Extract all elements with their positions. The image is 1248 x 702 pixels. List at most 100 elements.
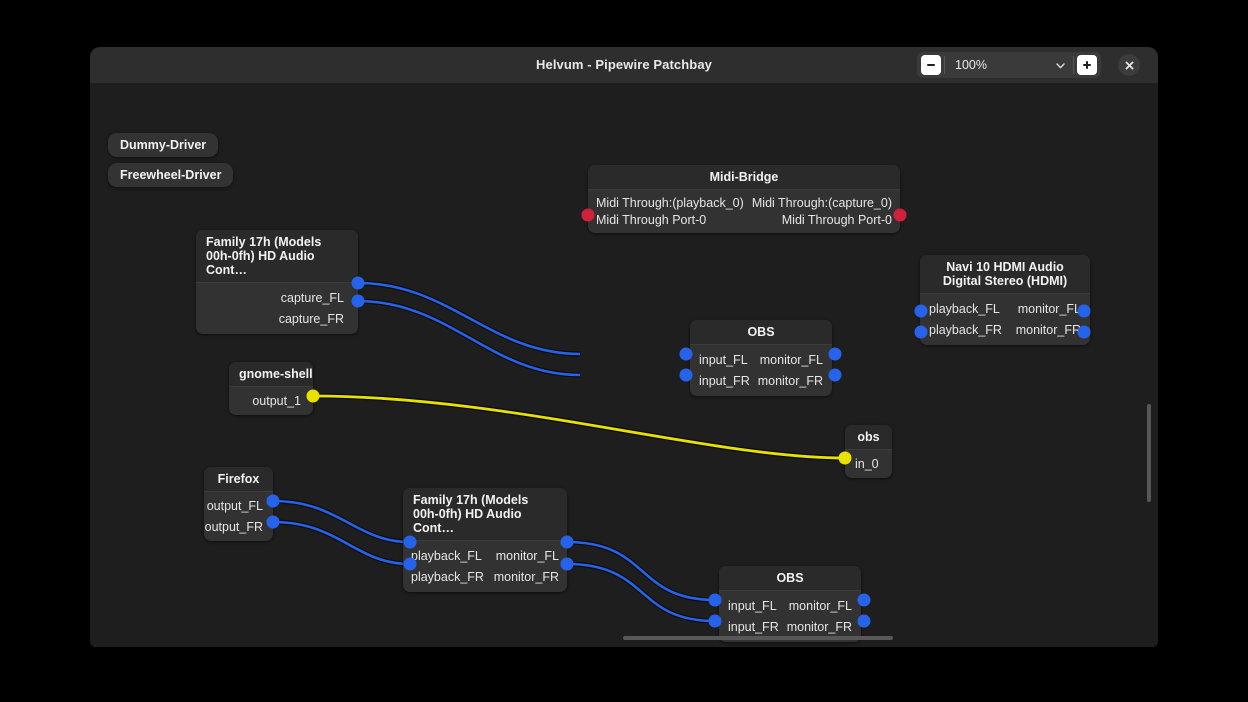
port-dot-obs-in-0[interactable] — [838, 451, 852, 465]
port-dot-obs-input-fl[interactable] — [679, 347, 693, 361]
node-ports: playback_FL monitor_FL playback_FR monit… — [920, 294, 1090, 345]
close-icon[interactable] — [1118, 54, 1140, 76]
port-dot-firefox-output-fl[interactable] — [266, 494, 280, 508]
node-family17h-capture[interactable]: Family 17h (Models 00h-0fh) HD Audio Con… — [196, 230, 358, 334]
port-capture-fl[interactable]: capture_FL — [196, 287, 358, 308]
port-dot-f17h-monitor-fl[interactable] — [560, 535, 574, 549]
minus-icon[interactable] — [921, 55, 941, 75]
port-dot-midi-out[interactable] — [893, 208, 907, 222]
port-dot-navi-playback-fl[interactable] — [914, 304, 928, 318]
port-dot-obs2-input-fr[interactable] — [708, 614, 722, 628]
port-in-0[interactable]: in_0 — [845, 453, 892, 474]
horizontal-scrollbar[interactable] — [623, 636, 893, 640]
port-label: output_FL — [206, 498, 263, 513]
port-label-input-fr: input_FR — [699, 373, 750, 388]
port-label-monitor-fl: monitor_FL — [788, 598, 852, 613]
port-row[interactable]: playback_FL monitor_FL — [929, 298, 1081, 319]
port-label-input-fr: input_FR — [728, 619, 779, 634]
node-title: Family 17h (Models 00h-0fh) HD Audio Con… — [403, 488, 567, 541]
node-midi-bridge[interactable]: Midi-Bridge Midi Through:(playback_0) Mi… — [588, 165, 900, 233]
node-title: OBS — [719, 566, 861, 591]
port-row[interactable]: playback_FR monitor_FR — [411, 566, 559, 587]
port-label-midi-playback-0: Midi Through:(playback_0) — [596, 195, 744, 210]
port-dot-firefox-output-fr[interactable] — [266, 515, 280, 529]
node-ports: input_FL monitor_FL input_FR monitor_FR — [690, 345, 832, 396]
helvum-window: Helvum - Pipewire Patchbay 100% — [90, 47, 1158, 647]
port-label-midi-port-0-out: Midi Through Port-0 — [781, 212, 892, 227]
port-dot-capture-fl[interactable] — [351, 276, 365, 290]
node-title: OBS — [690, 320, 832, 345]
port-dot-gnome-output-1[interactable] — [306, 389, 320, 403]
port-row[interactable]: playback_FR monitor_FR — [929, 319, 1081, 340]
port-row[interactable]: Midi Through Port-0 Midi Through Port-0 — [596, 211, 892, 228]
plus-icon[interactable] — [1077, 55, 1097, 75]
node-obs-bottom[interactable]: OBS input_FL monitor_FL input_FR monitor… — [719, 566, 861, 642]
node-ports: output_1 — [229, 387, 313, 415]
port-row[interactable]: input_FR monitor_FR — [699, 370, 823, 391]
port-label-monitor-fr: monitor_FR — [786, 619, 852, 634]
node-ports: capture_FL capture_FR — [196, 283, 358, 334]
port-dot-navi-monitor-fr[interactable] — [1077, 325, 1091, 339]
port-row[interactable]: playback_FL monitor_FL — [411, 545, 559, 566]
port-label-playback-fl: playback_FL — [411, 548, 482, 563]
node-title: Midi-Bridge — [588, 165, 900, 190]
port-label-monitor-fr: monitor_FR — [493, 569, 559, 584]
port-dot-obs-input-fr[interactable] — [679, 368, 693, 382]
node-title: Family 17h (Models 00h-0fh) HD Audio Con… — [196, 230, 358, 283]
port-row[interactable]: input_FL monitor_FL — [728, 595, 852, 616]
connection-wires — [272, 280, 846, 624]
port-dot-obs2-input-fl[interactable] — [708, 593, 722, 607]
port-label-playback-fr: playback_FR — [411, 569, 484, 584]
node-freewheel-driver[interactable]: Freewheel-Driver — [108, 163, 234, 187]
node-gnome-shell[interactable]: gnome-shell output_1 — [229, 362, 313, 415]
vertical-scrollbar[interactable] — [1147, 404, 1151, 502]
port-dot-navi-monitor-fl[interactable] — [1077, 304, 1091, 318]
port-output-fr[interactable]: output_FR — [204, 516, 273, 537]
zoom-controls[interactable]: 100% — [917, 52, 1101, 78]
port-label: output_FR — [204, 519, 263, 534]
port-output-1[interactable]: output_1 — [229, 390, 313, 411]
node-title-line2: 00h-0fh) HD Audio Cont… — [206, 249, 315, 277]
title-bar[interactable]: Helvum - Pipewire Patchbay 100% — [90, 47, 1158, 84]
port-dot-f17h-monitor-fr[interactable] — [560, 557, 574, 571]
port-dot-obs2-monitor-fr[interactable] — [857, 614, 871, 628]
port-dot-capture-fr[interactable] — [351, 294, 365, 308]
port-row[interactable]: Midi Through:(playback_0) Midi Through:(… — [596, 194, 892, 211]
node-title: obs — [845, 425, 892, 450]
node-title: Navi 10 HDMI Audio Digital Stereo (HDMI) — [920, 255, 1090, 294]
node-navi10-hdmi[interactable]: Navi 10 HDMI Audio Digital Stereo (HDMI)… — [920, 255, 1090, 345]
node-ports: in_0 — [845, 450, 892, 478]
node-dummy-driver[interactable]: Dummy-Driver — [108, 133, 219, 157]
port-row[interactable]: input_FL monitor_FL — [699, 349, 823, 370]
patchbay-canvas[interactable]: Dummy-Driver Freewheel-Driver Family 17h… — [90, 83, 1158, 647]
node-ports: input_FL monitor_FL input_FR monitor_FR — [719, 591, 861, 642]
port-dot-navi-playback-fr[interactable] — [914, 325, 928, 339]
port-label-monitor-fr: monitor_FR — [757, 373, 823, 388]
zoom-level-value[interactable]: 100% — [955, 58, 987, 72]
port-dot-f17h-playback-fr[interactable] — [403, 557, 417, 571]
port-dot-obs-monitor-fl[interactable] — [828, 347, 842, 361]
port-dot-obs-monitor-fr[interactable] — [828, 368, 842, 382]
port-output-fl[interactable]: output_FL — [204, 495, 273, 516]
node-family17h-playback[interactable]: Family 17h (Models 00h-0fh) HD Audio Con… — [403, 488, 567, 592]
port-label: in_0 — [855, 456, 879, 471]
node-firefox[interactable]: Firefox output_FL output_FR — [204, 467, 273, 541]
node-obs-small[interactable]: obs in_0 — [845, 425, 892, 478]
port-dot-midi-in[interactable] — [581, 208, 595, 222]
node-ports: output_FL output_FR — [204, 492, 273, 541]
port-label-monitor-fl: monitor_FL — [759, 352, 823, 367]
port-row[interactable]: input_FR monitor_FR — [728, 616, 852, 637]
divider — [1073, 56, 1074, 74]
node-title-line1: Navi 10 HDMI Audio — [946, 260, 1064, 274]
port-capture-fr[interactable]: capture_FR — [196, 308, 358, 329]
port-dot-obs2-monitor-fl[interactable] — [857, 593, 871, 607]
node-title-line2: 00h-0fh) HD Audio Cont… — [413, 507, 522, 535]
port-label-midi-capture-0: Midi Through:(capture_0) — [751, 195, 892, 210]
node-obs-top[interactable]: OBS input_FL monitor_FL input_FR monitor… — [690, 320, 832, 396]
port-dot-f17h-playback-fl[interactable] — [403, 535, 417, 549]
chevron-down-icon[interactable] — [1051, 55, 1069, 75]
port-label: capture_FR — [278, 311, 344, 326]
port-label-playback-fl: playback_FL — [929, 301, 1000, 316]
node-title: Firefox — [204, 467, 273, 492]
